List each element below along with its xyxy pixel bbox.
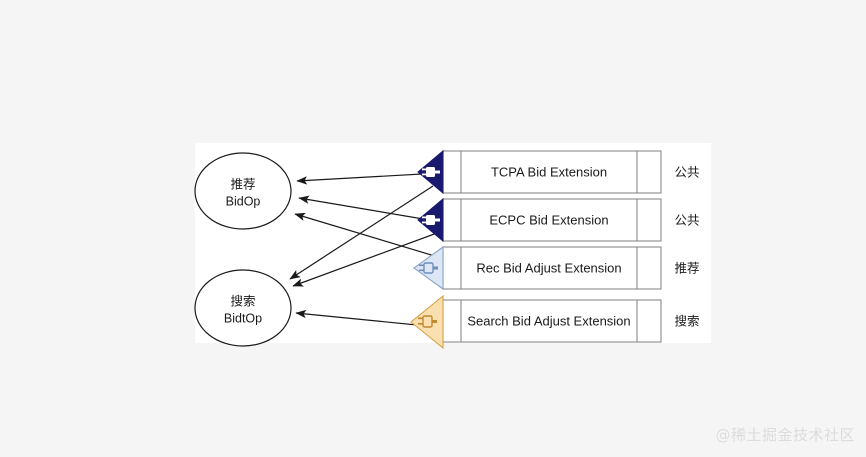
extension-row-tcpa-bid-extension[interactable]: TCPA Bid Extension 公共	[417, 149, 700, 195]
search-bid-adjust-extension-title: Search Bid Adjust Extension	[467, 313, 630, 328]
node-rec-bidop[interactable]: 推荐 BidOp	[194, 152, 292, 230]
plug-icon	[418, 315, 437, 328]
search-bid-adjust-extension-box	[442, 299, 662, 343]
watermark: @稀土掘金技术社区	[715, 426, 855, 444]
extension-row-rec-bid-adjust-extension[interactable]: Rec Bid Adjust Extension 推荐	[413, 245, 700, 291]
connector-ecpc-to-search-bidtop	[292, 232, 438, 287]
rec-bid-adjust-extension-title: Rec Bid Adjust Extension	[476, 260, 621, 275]
connector-tcpa-to-search-bidtop	[289, 185, 434, 280]
plug-icon	[422, 215, 440, 225]
search-bid-adjust-extension-connector-triangle	[410, 294, 444, 350]
ecpc-bid-extension-box	[442, 198, 662, 242]
ecpc-bid-extension-title: ECPC Bid Extension	[489, 212, 608, 227]
rec-bid-adjust-extension-scope-label: 推荐	[674, 261, 699, 276]
tcpa-bid-extension-title: TCPA Bid Extension	[491, 164, 607, 179]
plug-icon	[419, 262, 438, 274]
tcpa-bid-extension-box	[442, 150, 662, 194]
node-rec-bidop-shape	[194, 152, 292, 230]
connector-ecpc-to-rec-bidop	[298, 195, 442, 223]
node-search-bidtop[interactable]: 搜索 BidtOp	[194, 269, 292, 347]
rec-bid-adjust-extension-box	[442, 246, 662, 290]
node-rec-bidop-label-line2: BidOp	[226, 194, 261, 208]
node-search-bidtop-shape	[194, 269, 292, 347]
node-search-bidtop-label-line2: BidtOp	[224, 311, 262, 325]
connector-tcpa-to-rec-bidop	[296, 172, 441, 185]
extension-row-search-bid-adjust-extension[interactable]: Search Bid Adjust Extension 搜索	[410, 294, 700, 350]
node-rec-bidop-label-line1: 推荐	[230, 177, 255, 191]
tcpa-bid-extension-scope-label: 公共	[674, 165, 699, 180]
extension-row-ecpc-bid-extension[interactable]: ECPC Bid Extension 公共	[417, 197, 700, 243]
search-bid-adjust-extension-scope-label: 搜索	[674, 314, 699, 329]
rec-bid-adjust-extension-connector-triangle	[413, 245, 444, 291]
connector-rec-adjust-to-rec-bidop	[294, 212, 439, 258]
ecpc-bid-extension-scope-label: 公共	[674, 213, 699, 228]
plug-icon	[422, 167, 440, 177]
node-search-bidtop-label-line1: 搜索	[230, 293, 255, 308]
